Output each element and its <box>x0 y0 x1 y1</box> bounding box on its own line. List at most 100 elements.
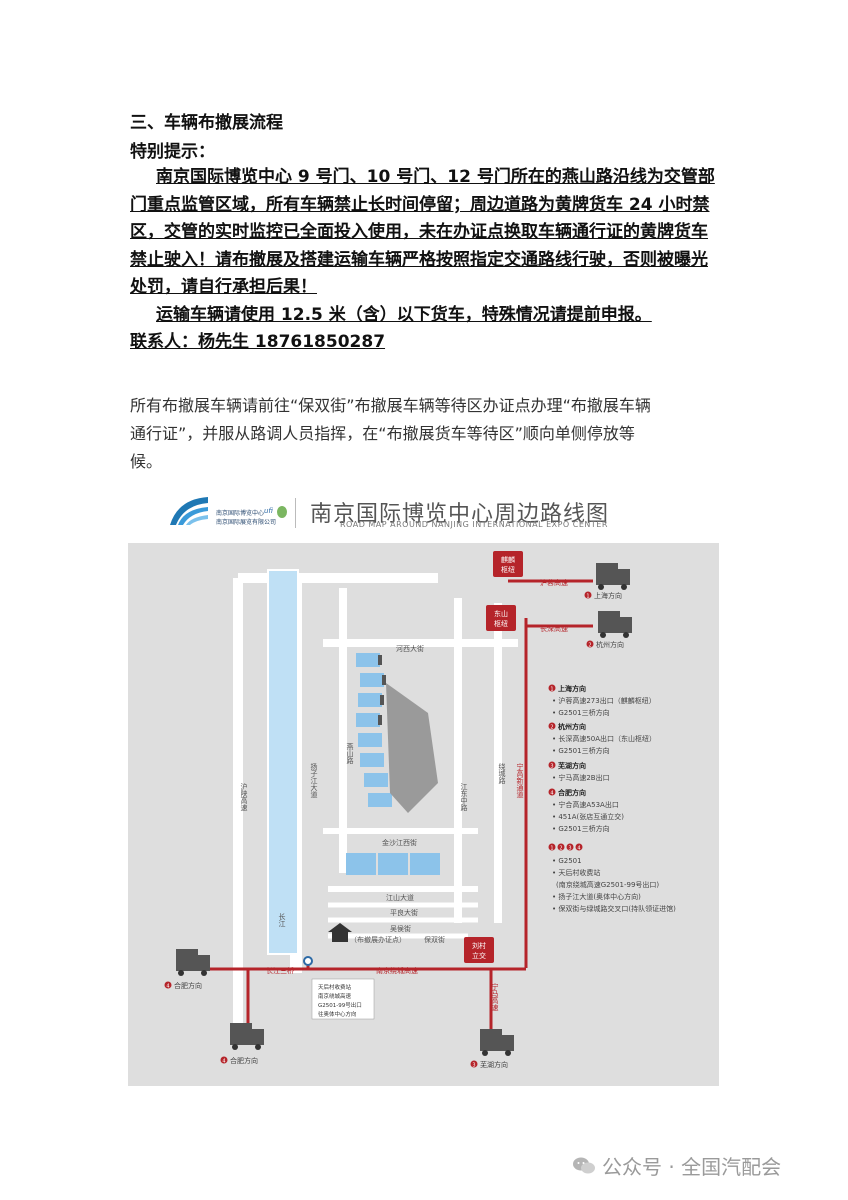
wechat-icon <box>573 1157 595 1173</box>
svg-text:金沙江西街: 金沙江西街 <box>382 838 417 847</box>
svg-text:吴侯街: 吴侯街 <box>390 924 411 933</box>
svg-text:• G2501: • G2501 <box>552 857 582 865</box>
svg-text:麒麟: 麒麟 <box>501 555 515 564</box>
svg-text:3: 3 <box>472 1063 475 1069</box>
svg-text:燕山路: 燕山路 <box>346 742 354 765</box>
watermark-text: 公众号 · 全国汽配会 <box>602 1155 782 1179</box>
svg-text:• G2501三桥方向: • G2501三桥方向 <box>552 824 610 833</box>
ufi-badge: ufi <box>264 507 273 515</box>
svg-text:• 451A(张店互通立交): • 451A(张店互通立交) <box>552 812 624 821</box>
svg-text:3: 3 <box>550 764 553 770</box>
hub-liucun: 刘村 立交 <box>464 937 494 963</box>
svg-text:• 宁合高速A53A出口: • 宁合高速A53A出口 <box>552 800 619 809</box>
truck-icon-wuhu <box>480 1029 514 1056</box>
route-map-canvas: 麒麟 枢纽 东山 枢纽 刘村 立交 沪蓉高速 长深高速 河西大街 扬子江大道 燕… <box>164 551 676 1069</box>
watermark: 公众号 · 全国汽配会 <box>572 1151 781 1180</box>
svg-text:1: 1 <box>550 687 553 693</box>
special-tip-label: 特别提示： <box>130 142 215 162</box>
river-changjiang <box>267 569 299 955</box>
svg-text:绕城路: 绕城路 <box>498 762 506 785</box>
map-subtitle: ROAD MAP AROUND NANJING INTERNATIONAL EX… <box>340 520 608 529</box>
svg-text:上海方向: 上海方向 <box>594 591 622 600</box>
svg-text:• 保双街与绿城路交叉口(持队领证进馆): • 保双街与绿城路交叉口(持队领证进馆) <box>552 904 676 913</box>
svg-text:往奥体中心方向: 往奥体中心方向 <box>318 1010 357 1018</box>
green-seal-icon <box>277 506 287 518</box>
svg-text:扬子江大道: 扬子江大道 <box>310 762 318 799</box>
map-title: 南京国际博览中心周边路线图 <box>310 502 610 527</box>
svg-text:保双街: 保双街 <box>424 935 445 944</box>
svg-text:南京绕城高速: 南京绕城高速 <box>318 992 352 1000</box>
svg-text:1: 1 <box>586 594 589 600</box>
svg-text:河西大街: 河西大街 <box>396 644 424 653</box>
notice-line: 区，交管的实时监控已全面投入使用，未在办证点换取车辆通行证的黄牌货车 <box>130 222 708 242</box>
svg-text:江山大道: 江山大道 <box>386 893 414 902</box>
svg-text:天后村收费站: 天后村收费站 <box>318 983 352 991</box>
venue-central <box>386 683 438 813</box>
svg-text:宁高新通道: 宁高新通道 <box>516 762 524 799</box>
svg-text:平良大街: 平良大街 <box>390 908 418 917</box>
svg-text:立交: 立交 <box>472 951 486 960</box>
svg-text:• 沪蓉高速273出口（麒麟枢纽）: • 沪蓉高速273出口（麒麟枢纽） <box>552 696 656 705</box>
svg-text:4: 4 <box>222 1059 225 1065</box>
svg-text:长深高速: 长深高速 <box>540 624 568 633</box>
svg-text:上海方向: 上海方向 <box>558 684 586 693</box>
svg-text:芜湖方向: 芜湖方向 <box>558 761 586 770</box>
svg-text:杭州方向: 杭州方向 <box>596 640 624 649</box>
route-legend: 1 上海方向 • 沪蓉高速273出口（麒麟枢纽） • G2501三桥方向 2 杭… <box>548 684 676 913</box>
truck-icon-shanghai <box>596 563 630 590</box>
description-line: 所有布撤展车辆请前往“保双街”布撤展车辆等待区办证点办理“布撤展车辆 <box>130 396 651 415</box>
truck-icon-hangzhou <box>598 611 632 638</box>
house-icon <box>328 923 352 942</box>
svg-text:刘村: 刘村 <box>472 941 486 950</box>
description-line: 通行证”，并服从路调人员指挥，在“布撤展货车等待区”顺向单侧停放等 <box>130 424 635 443</box>
svg-text:• G2501三桥方向: • G2501三桥方向 <box>552 708 610 717</box>
svg-text:4: 4 <box>577 846 580 852</box>
notice-line: 处罚，请自行承担后果！ <box>130 277 317 297</box>
svg-text:G2501-99号出口: G2501-99号出口 <box>318 1001 362 1009</box>
svg-text:南京绕城高速: 南京绕城高速 <box>376 966 418 975</box>
svg-text:• 天后村收费站: • 天后村收费站 <box>552 868 600 877</box>
svg-text:枢纽: 枢纽 <box>494 619 508 628</box>
section-title: 三、车辆布撤展流程 <box>130 113 283 133</box>
hub-qilin: 麒麟 枢纽 <box>493 551 523 577</box>
svg-text:3: 3 <box>568 846 571 852</box>
header-divider <box>295 498 296 528</box>
svg-text:合肥方向: 合肥方向 <box>557 788 586 797</box>
hub-dongshan: 东山 枢纽 <box>486 605 516 631</box>
svg-text:枢纽: 枢纽 <box>501 565 515 574</box>
description-line: 候。 <box>130 452 163 471</box>
svg-text:（布撤展办证点）: （布撤展办证点） <box>350 935 406 944</box>
svg-text:芜湖方向: 芜湖方向 <box>480 1060 508 1069</box>
svg-text:东山: 东山 <box>494 609 508 618</box>
svg-text:• 长深高速50A出口（东山枢纽）: • 长深高速50A出口（东山枢纽） <box>552 734 656 743</box>
truck-icon-hefei-left <box>176 949 210 976</box>
traffic-notice: 南京国际博览中心 9 号门、10 号门、12 号门所在的燕山路沿线为交管部 门重… <box>130 164 720 357</box>
contact-line: 联系人：杨先生 18761850287 <box>130 332 386 352</box>
svg-text:合肥方向: 合肥方向 <box>230 1056 258 1065</box>
svg-text:• 宁马高速2B出口: • 宁马高速2B出口 <box>552 773 610 782</box>
svg-text:沪陕高速: 沪陕高速 <box>240 782 248 812</box>
svg-text:2: 2 <box>559 846 562 852</box>
svg-text:1: 1 <box>550 846 553 852</box>
route-map: 麒麟 枢纽 东山 枢纽 刘村 立交 沪蓉高速 长深高速 河西大街 扬子江大道 燕… <box>128 543 719 1086</box>
logo-line-2: 南京国际展览有限公司 <box>216 519 277 526</box>
notice-line: 南京国际博览中心 9 号门、10 号门、12 号门所在的燕山路沿线为交管部 <box>156 167 715 187</box>
notice-line: 禁止驶入！请布撤展及搭建运输车辆严格按照指定交通路线行驶，否则被曝光 <box>130 249 708 270</box>
svg-text:2: 2 <box>588 643 591 649</box>
vehicle-size-note: 运输车辆请使用 12.5 米（含）以下货车，特殊情况请提前申报。 <box>156 304 652 325</box>
svg-text:长江三桥: 长江三桥 <box>266 966 294 975</box>
expo-logo-icon <box>170 497 208 525</box>
office-pin <box>303 956 313 966</box>
svg-text:4: 4 <box>550 791 553 797</box>
tollgate-callout: 天后村收费站 南京绕城高速 G2501-99号出口 往奥体中心方向 <box>311 978 375 1020</box>
svg-text:(南京绕城高速G2501-99号出口): (南京绕城高速G2501-99号出口) <box>556 880 659 889</box>
logo-line-1: 南京国际博览中心 <box>216 510 265 517</box>
svg-text:江东中路: 江东中路 <box>460 783 468 812</box>
svg-text:沪蓉高速: 沪蓉高速 <box>540 578 568 587</box>
svg-text:长江: 长江 <box>278 912 286 928</box>
registration-description: 所有布撤展车辆请前往“保双街”布撤展车辆等待区办证点办理“布撤展车辆 通行证”，… <box>130 392 720 476</box>
svg-text:• G2501三桥方向: • G2501三桥方向 <box>552 746 610 755</box>
svg-text:杭州方向: 杭州方向 <box>558 722 586 731</box>
svg-text:• 扬子江大道(奥体中心方向): • 扬子江大道(奥体中心方向) <box>552 892 641 901</box>
truck-icon-hefei-bottom <box>230 1023 264 1050</box>
